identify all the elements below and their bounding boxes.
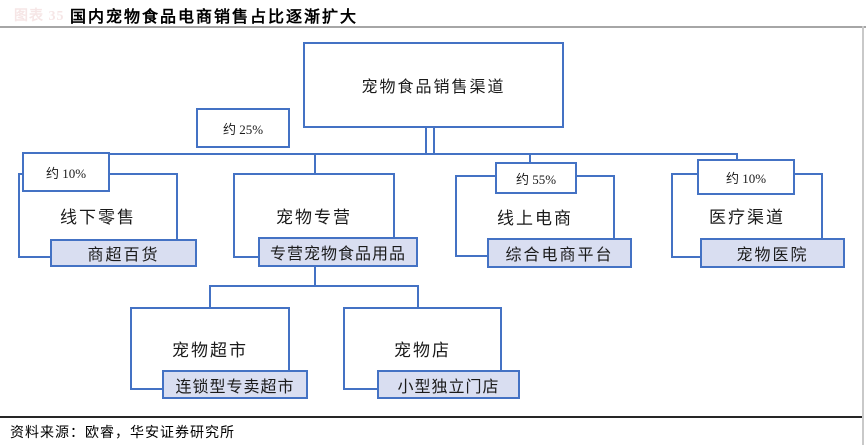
share-box-offline: 约 10% [22, 152, 110, 192]
sub-label-specialty-pet-food: 专营宠物食品用品 [269, 246, 406, 263]
footer-divider [0, 416, 862, 418]
sub-box-chain-specialty-supermarket: 连锁型专卖超市 [162, 370, 308, 399]
figure-label: 图表 35 [14, 9, 65, 24]
figure-title: 国内宠物食品电商销售占比逐渐扩大 [70, 9, 359, 26]
sub-box-small-independent-store: 小型独立门店 [377, 370, 520, 399]
share-label-offline: 约 10% [45, 165, 87, 181]
root-label: 宠物食品销售渠道 [361, 79, 506, 96]
branch-label-online-ecommerce: 线上电商 [497, 208, 573, 228]
share-box-online: 约 55% [495, 162, 577, 194]
sub-box-specialty-pet-food: 专营宠物食品用品 [258, 237, 418, 267]
share-label-medical: 约 10% [725, 170, 767, 186]
sub-label-chain-specialty-supermarket: 连锁型专卖超市 [175, 378, 295, 396]
root-box: 宠物食品销售渠道 [303, 42, 564, 128]
branch-label-pet-specialty: 宠物专营 [276, 208, 352, 227]
share-label-specialty: 约 25% [222, 121, 264, 137]
sub-box-supermarket-department: 商超百货 [50, 239, 197, 267]
sub-box-ecommerce-platform: 综合电商平台 [487, 238, 632, 268]
branch-label-pet-supermarket: 宠物超市 [172, 341, 248, 360]
source-text: 资料来源：欧睿，华安证券研究所 [10, 426, 235, 441]
sub-label-small-independent-store: 小型独立门店 [397, 378, 500, 396]
branch-label-medical-channel: 医疗渠道 [709, 208, 785, 227]
sub-box-pet-hospital: 宠物医院 [700, 238, 845, 268]
share-label-online: 约 55% [515, 171, 557, 187]
sub-label-ecommerce-platform: 综合电商平台 [505, 247, 614, 264]
branch-label-offline-retail: 线下零售 [60, 208, 136, 227]
sub-label-pet-hospital: 宠物医院 [736, 247, 809, 264]
share-box-medical: 约 10% [697, 159, 795, 195]
share-box-specialty: 约 25% [196, 108, 290, 148]
page-right-border [862, 26, 864, 445]
sub-label-supermarket-department: 商超百货 [87, 247, 160, 264]
branch-label-pet-store: 宠物店 [394, 341, 451, 360]
title-underline [0, 26, 866, 28]
